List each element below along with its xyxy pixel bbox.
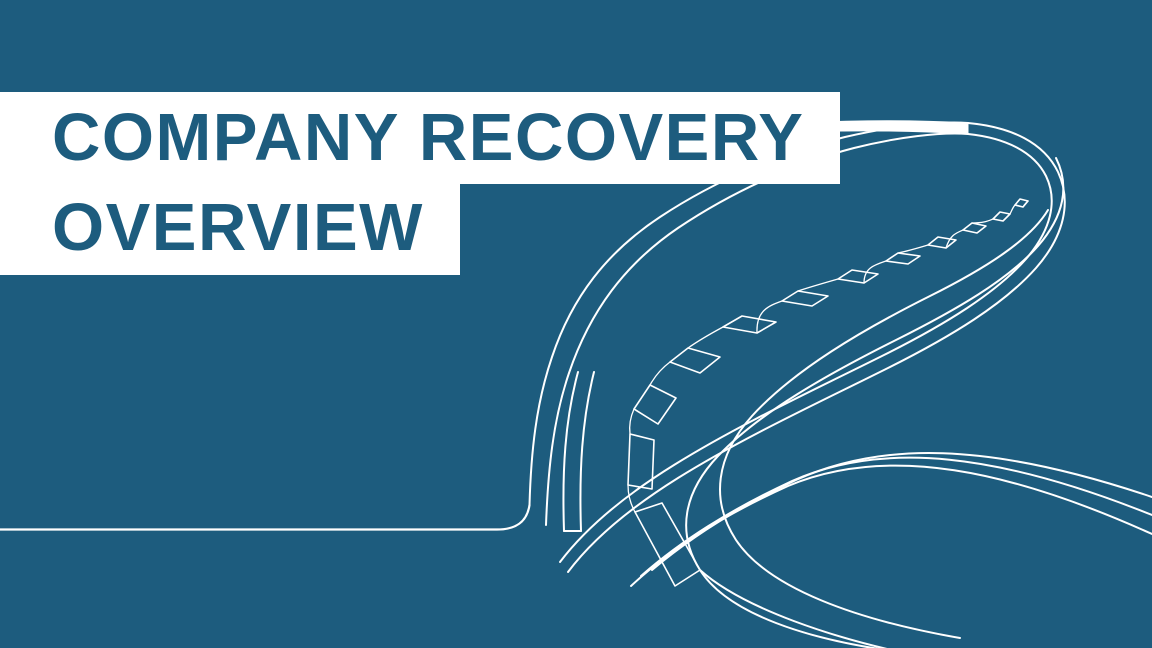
road-lower-right-line-1 [651, 452, 1152, 571]
road-left-edge-end-stub-a [562, 371, 579, 532]
road-right-lower-line-a [690, 435, 1152, 508]
center-line-seg-8 [756, 300, 783, 334]
center-dash-near-2 [634, 502, 701, 587]
center-line-seg-1 [1022, 200, 1029, 208]
center-line-seg-10 [649, 361, 671, 386]
center-line-seg-5 [897, 244, 929, 254]
horizon-baseline [0, 503, 531, 531]
title-banner-line-1: COMPANY RECOVERY [0, 92, 841, 184]
road-lower-right-line-3 [630, 464, 1152, 587]
center-line-seg-2 [1009, 204, 1016, 215]
center-dash-far-4 [927, 236, 957, 249]
center-dash-far-2 [992, 211, 1011, 222]
center-dash-far-1 [1014, 198, 1029, 208]
center-line-seg-6 [863, 260, 887, 284]
center-dash-far-3 [962, 222, 987, 234]
center-dash-mid-4 [633, 384, 677, 425]
road-lower-right-line-2 [640, 456, 1152, 577]
center-dash-near-1 [627, 433, 655, 490]
road-right-strand-1 [699, 569, 888, 648]
page-title-line-2: OVERVIEW [52, 190, 424, 265]
title-row-2: OVERVIEW [0, 184, 760, 275]
title-block: COMPANY RECOVERY OVERVIEW [0, 92, 841, 275]
title-banner-line-2: OVERVIEW [0, 184, 460, 275]
page-title-line-1: COMPANY RECOVERY [52, 100, 805, 175]
title-row-1: COMPANY RECOVERY [0, 92, 841, 184]
road-right-edge-mid [719, 209, 1049, 639]
center-line-seg-9 [687, 326, 724, 349]
road-right-strand-2 [712, 497, 1152, 583]
center-line-seg-4 [945, 229, 964, 249]
center-line-seg-11 [628, 408, 635, 435]
center-dash-far-5 [885, 252, 921, 265]
center-line-seg-12 [627, 484, 636, 513]
center-dash-mid-3 [669, 347, 721, 374]
center-dash-mid-2 [722, 315, 777, 334]
center-line-seg-3 [971, 218, 994, 224]
center-line-seg-7 [797, 278, 839, 292]
center-dash-far-6 [837, 269, 879, 284]
road-left-edge-end-stub-b [579, 371, 595, 532]
center-dash-mid-1 [781, 290, 829, 307]
